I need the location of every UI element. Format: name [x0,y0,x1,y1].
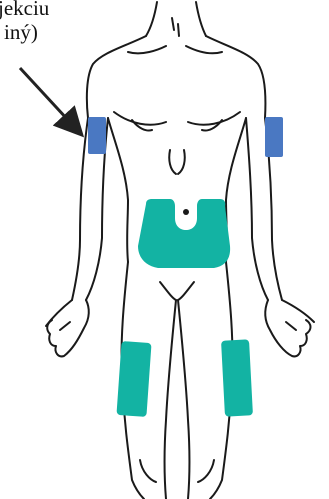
zone-right-upper-arm [88,117,106,154]
zone-left-thigh [221,339,253,416]
zone-left-upper-arm [265,117,283,157]
zone-abdomen [138,199,230,268]
navel [183,209,189,215]
pointer-arrow [20,68,80,133]
zone-right-thigh [116,341,151,417]
